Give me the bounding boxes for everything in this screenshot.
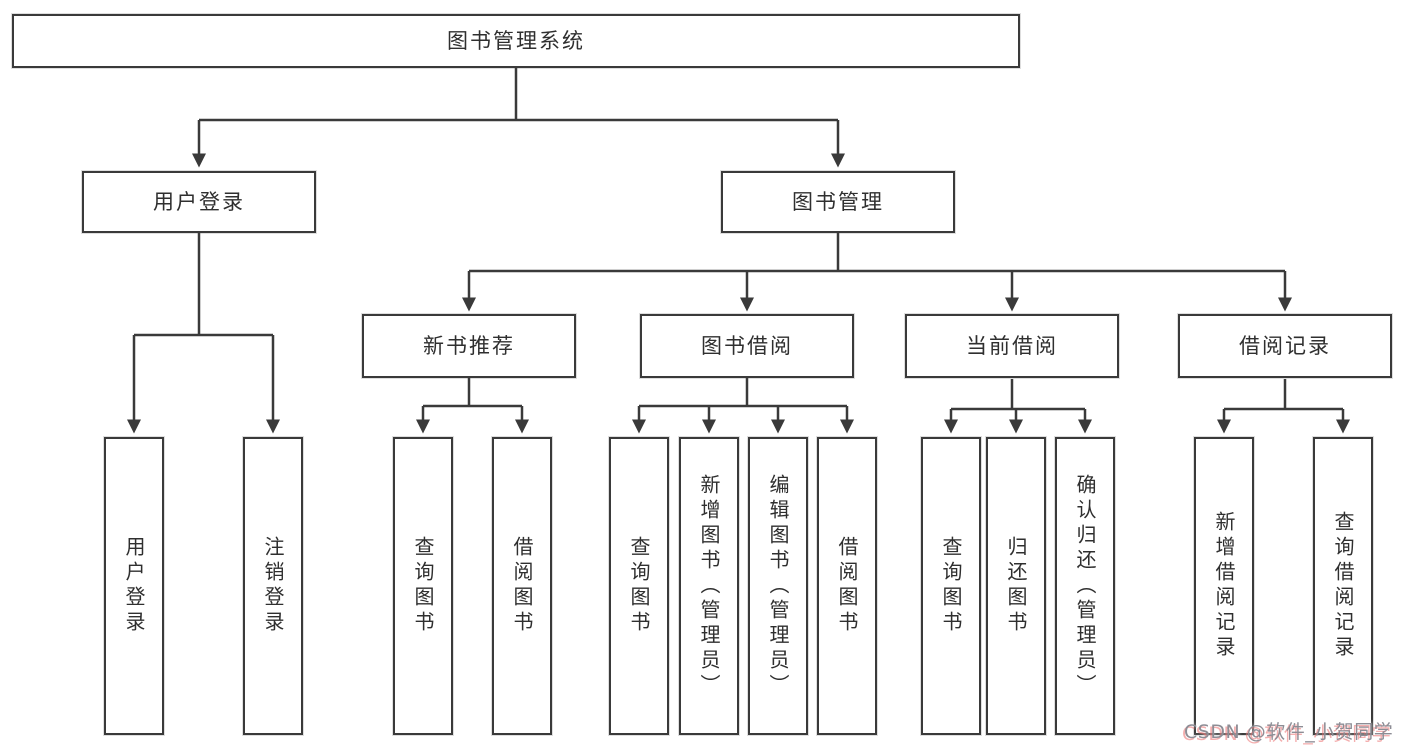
- csdn-watermark: CSDN @软件_小贺同学: [1184, 721, 1394, 743]
- leaf-query-books-current: 查询图书: [921, 437, 981, 735]
- node-user-login: 用户登录: [82, 171, 316, 233]
- leaf-query-books-recommend: 查询图书: [393, 437, 453, 735]
- leaf-edit-books-admin-label: 编辑图书（管理员）: [766, 473, 790, 699]
- leaf-query-books-borrowing-label: 查询图书: [627, 536, 651, 636]
- leaf-borrow-books-recommend-label: 借阅图书: [510, 536, 534, 636]
- leaf-query-books-borrowing: 查询图书: [609, 437, 669, 735]
- leaf-return-books-label: 归还图书: [1004, 536, 1028, 636]
- node-new-book-recommendation-label: 新书推荐: [423, 333, 515, 358]
- leaf-logout-login: 注销登录: [243, 437, 303, 735]
- leaf-add-books-admin: 新增图书（管理员）: [679, 437, 739, 735]
- node-borrowing-records-label: 借阅记录: [1239, 333, 1331, 358]
- leaf-logout-login-label: 注销登录: [261, 536, 285, 636]
- leaf-borrow-books-borrowing-label: 借阅图书: [835, 536, 859, 636]
- leaf-add-borrow-record: 新增借阅记录: [1194, 437, 1254, 735]
- leaf-user-login: 用户登录: [104, 437, 164, 735]
- node-new-book-recommendation: 新书推荐: [362, 314, 576, 378]
- node-book-management: 图书管理: [721, 171, 955, 233]
- node-root-label: 图书管理系统: [447, 28, 585, 53]
- leaf-user-login-label: 用户登录: [122, 536, 146, 636]
- leaf-add-borrow-record-label: 新增借阅记录: [1212, 511, 1236, 661]
- node-book-management-label: 图书管理: [792, 189, 884, 214]
- node-current-borrowing: 当前借阅: [905, 314, 1119, 378]
- leaf-borrow-books-recommend: 借阅图书: [492, 437, 552, 735]
- leaf-query-books-recommend-label: 查询图书: [411, 536, 435, 636]
- leaf-add-books-admin-label: 新增图书（管理员）: [697, 473, 721, 699]
- leaf-query-borrow-record-label: 查询借阅记录: [1331, 511, 1355, 661]
- leaf-return-books: 归还图书: [986, 437, 1046, 735]
- leaf-query-books-current-label: 查询图书: [939, 536, 963, 636]
- node-user-login-label: 用户登录: [153, 189, 245, 214]
- node-book-borrowing: 图书借阅: [640, 314, 854, 378]
- node-borrowing-records: 借阅记录: [1178, 314, 1392, 378]
- node-book-borrowing-label: 图书借阅: [701, 333, 793, 358]
- leaf-edit-books-admin: 编辑图书（管理员）: [748, 437, 808, 735]
- leaf-confirm-return-admin-label: 确认归还（管理员）: [1073, 473, 1097, 699]
- node-current-borrowing-label: 当前借阅: [966, 333, 1058, 358]
- leaf-confirm-return-admin: 确认归还（管理员）: [1055, 437, 1115, 735]
- node-root: 图书管理系统: [12, 14, 1020, 68]
- leaf-borrow-books-borrowing: 借阅图书: [817, 437, 877, 735]
- leaf-query-borrow-record: 查询借阅记录: [1313, 437, 1373, 735]
